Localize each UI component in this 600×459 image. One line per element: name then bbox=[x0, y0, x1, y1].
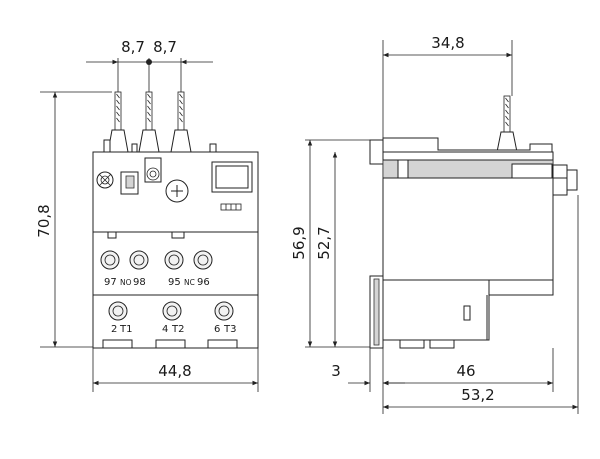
dim-side-depth-inner: 46 bbox=[456, 362, 475, 380]
main-terminal-2-num: 2 bbox=[111, 324, 117, 335]
main-terminal-t2: T2 bbox=[171, 324, 184, 335]
main-terminal-t1: T1 bbox=[119, 324, 132, 335]
dim-side-height-outer: 56,9 bbox=[290, 226, 308, 259]
main-terminal-6-num: 6 bbox=[214, 324, 220, 335]
main-terminal-4-num: 4 bbox=[162, 324, 168, 335]
pin-wires bbox=[103, 91, 217, 153]
din-clip-top bbox=[369, 139, 384, 165]
aux-label-nc: NC bbox=[184, 278, 195, 287]
aux-label-96: 96 bbox=[197, 277, 210, 288]
dim-pin-spacing-right: 8,7 bbox=[153, 38, 177, 56]
aux-label-97: 97 bbox=[104, 277, 117, 288]
dim-front-width: 44,8 bbox=[158, 362, 191, 380]
aux-label-98: 98 bbox=[133, 277, 146, 288]
dim-front-height: 70,8 bbox=[35, 204, 53, 237]
aux-label-no: NO bbox=[120, 278, 132, 287]
dim-side-top-depth: 34,8 bbox=[431, 34, 464, 52]
front-view: 97 NO 98 95 NC 96 2 T1 4 T2 6 T3 8,7 8,7… bbox=[35, 38, 259, 392]
main-terminals bbox=[108, 301, 234, 321]
side-view: 34,8 56,9 52,7 3 46 53,2 bbox=[290, 34, 579, 414]
aux-terminals bbox=[100, 250, 213, 270]
dim-side-height-inner: 52,7 bbox=[315, 226, 333, 259]
dim-side-offset: 3 bbox=[331, 362, 341, 380]
main-terminal-t3: T3 bbox=[223, 324, 236, 335]
dim-pin-spacing-left: 8,7 bbox=[121, 38, 145, 56]
dim-side-depth-outer: 53,2 bbox=[461, 386, 494, 404]
aux-label-95: 95 bbox=[168, 277, 181, 288]
